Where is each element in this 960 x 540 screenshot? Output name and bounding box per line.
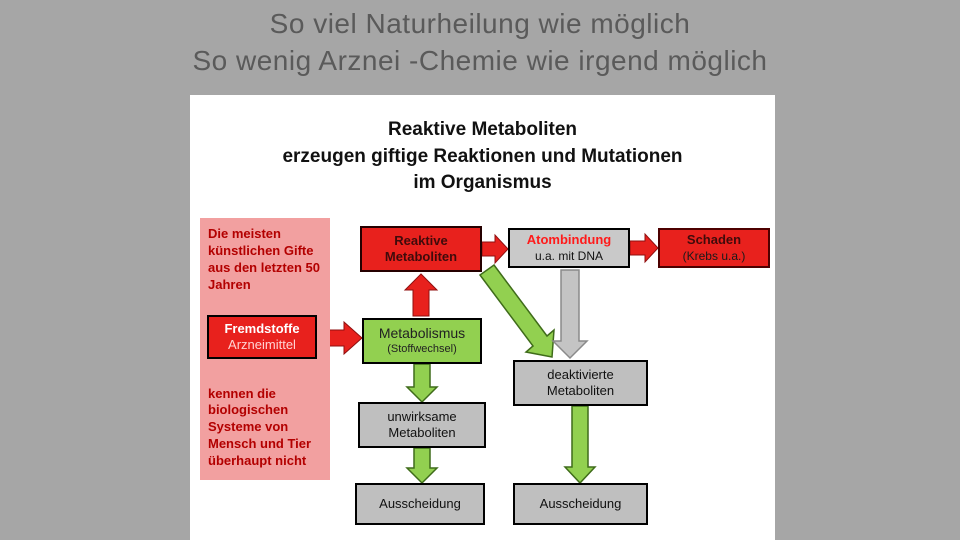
- diagram-title-line1: Reaktive Metaboliten: [388, 119, 577, 140]
- node-schaden: Schaden (Krebs u.a.): [658, 228, 770, 268]
- node-metabolismus-line1: Metabolismus: [378, 325, 466, 342]
- node-unwirksame-line2: Metaboliten: [388, 425, 456, 440]
- node-metabolismus-line2: (Stoffwechsel): [387, 342, 457, 355]
- node-deaktivierte-line1: deaktivierte: [547, 366, 614, 382]
- node-fremdstoffe: Fremdstoffe Arzneimittel: [207, 315, 317, 359]
- node-atombindung-line2: u.a. mit DNA: [534, 248, 603, 263]
- arrow-metabolismus-to-unwirksame-icon: [405, 363, 439, 404]
- node-ausscheidung-rechts: Ausscheidung: [513, 483, 648, 525]
- arrow-unwirksame-to-ausscheidung-icon: [405, 447, 439, 485]
- slide-title: So viel Naturheilung wie möglich So weni…: [0, 6, 960, 80]
- flow-arrows: [316, 232, 659, 485]
- arrow-reaktive-to-atombindung-icon: [481, 233, 509, 265]
- arrow-atombindung-to-schaden-icon: [629, 232, 659, 264]
- diagram-title-line2: erzeugen giftige Reaktionen und Mutation…: [282, 145, 683, 167]
- node-ausscheidung-links: Ausscheidung: [355, 483, 485, 525]
- arrow-deaktivierte-to-ausscheidung-icon: [563, 405, 597, 485]
- node-atombindung-line1: Atombindung: [526, 232, 612, 248]
- slide-title-line2: So wenig Arznei -Chemie wie irgend mögli…: [192, 44, 768, 76]
- node-ausscheidung-rechts-label: Ausscheidung: [539, 495, 622, 511]
- arrow-atombindung-to-deaktivierte-icon: [551, 269, 589, 360]
- node-fremdstoffe-line1: Fremdstoffe: [224, 320, 300, 336]
- node-atombindung: Atombindung u.a. mit DNA: [508, 228, 630, 268]
- node-reaktive-line1: Reaktive: [394, 232, 448, 248]
- arrow-metabolismus-to-reaktive-icon: [403, 273, 439, 317]
- node-fremdstoffe-line2: Arzneimittel: [228, 337, 296, 352]
- node-reaktive-line2: Metaboliten: [384, 249, 458, 264]
- slide-title-line1: So viel Naturheilung wie möglich: [269, 8, 691, 39]
- arrow-reaktive-to-deaktivierte-icon: [478, 263, 555, 358]
- node-unwirksame-metaboliten: unwirksame Metaboliten: [358, 402, 486, 448]
- node-metabolismus: Metabolismus (Stoffwechsel): [362, 318, 482, 364]
- pink-note-top-text: Die meisten künstlichen Gifte aus den le…: [208, 226, 320, 292]
- diagram-title: Reaktive Metaboliten erzeugen giftige Re…: [190, 117, 775, 197]
- diagram-panel: Reaktive Metaboliten erzeugen giftige Re…: [190, 95, 775, 540]
- node-schaden-line2: (Krebs u.a.): [682, 248, 746, 263]
- node-reaktive-metaboliten: Reaktive Metaboliten: [360, 226, 482, 272]
- node-ausscheidung-links-label: Ausscheidung: [379, 495, 461, 511]
- diagram-title-line3: im Organismus: [413, 172, 552, 194]
- node-unwirksame-line1: unwirksame: [387, 408, 457, 424]
- node-deaktivierte-metaboliten: deaktivierte Metaboliten: [513, 360, 648, 406]
- node-schaden-line1: Schaden: [686, 232, 742, 248]
- node-deaktivierte-line2: Metaboliten: [546, 383, 615, 398]
- pink-note-bottom-text: kennen die biologischen Systeme von Mens…: [208, 385, 312, 469]
